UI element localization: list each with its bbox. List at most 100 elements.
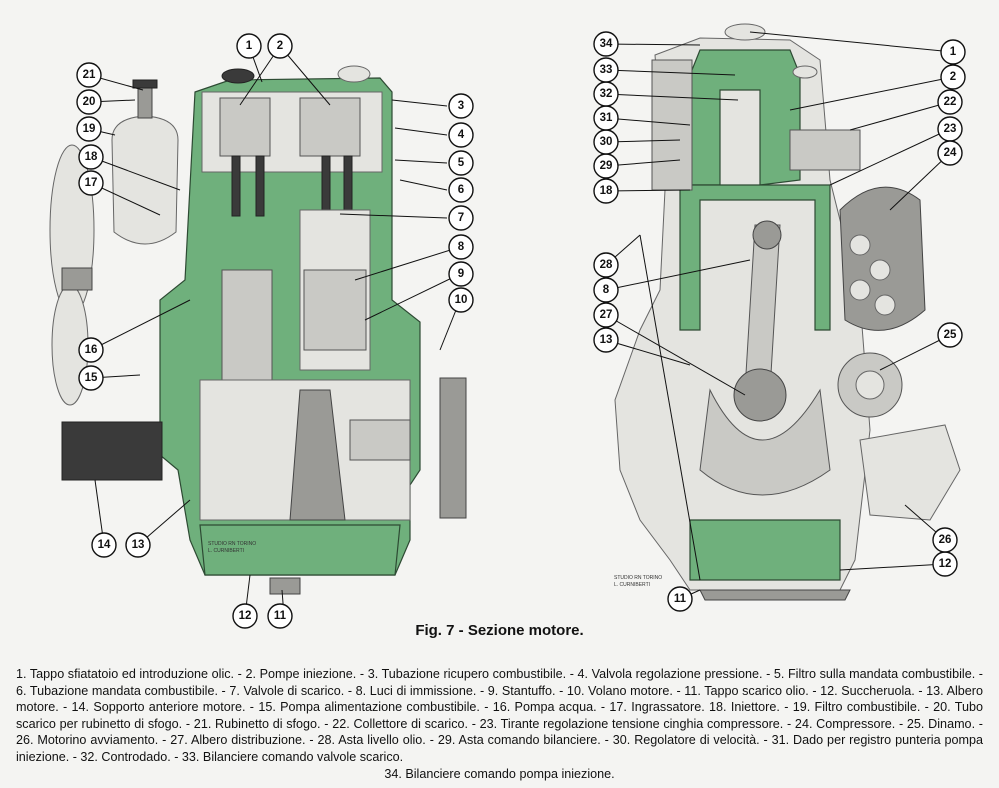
callout-left-8: 8 — [448, 234, 474, 260]
svg-text:32: 32 — [600, 88, 613, 100]
svg-text:31: 31 — [600, 112, 613, 124]
callout-left-15: 15 — [78, 365, 104, 391]
svg-text:10: 10 — [455, 294, 468, 306]
callout-right-2: 2 — [940, 64, 966, 90]
svg-text:18: 18 — [600, 185, 613, 197]
callout-right-27: 27 — [593, 302, 619, 328]
exhaust-manifold — [789, 129, 861, 171]
valve-gear — [219, 97, 361, 217]
callout-left-20: 20 — [76, 89, 102, 115]
callout-right-23: 23 — [937, 116, 963, 142]
svg-text:24: 24 — [944, 147, 957, 159]
svg-text:14: 14 — [98, 539, 111, 551]
callout-left-14: 14 — [91, 532, 117, 558]
svg-text:13: 13 — [132, 539, 145, 551]
callout-right-26: 26 — [932, 527, 958, 553]
callout-right-28: 28 — [593, 252, 619, 278]
svg-text:30: 30 — [600, 136, 613, 148]
svg-text:2: 2 — [950, 71, 956, 83]
svg-text:18: 18 — [85, 151, 98, 163]
svg-text:19: 19 — [83, 123, 96, 135]
svg-text:34: 34 — [600, 38, 613, 50]
left-engine-section: STUDIO RN TORINO L. CURNIBERTI — [49, 65, 467, 595]
callout-right-1: 1 — [940, 39, 966, 65]
callout-right-29: 29 — [593, 153, 619, 179]
svg-text:12: 12 — [239, 610, 252, 622]
svg-text:15: 15 — [85, 372, 98, 384]
svg-text:26: 26 — [939, 534, 952, 546]
right-engine-section: STUDIO RN TORINO L. CURNIBERTI — [614, 23, 961, 601]
svg-text:5: 5 — [458, 157, 465, 169]
callout-right-12: 12 — [932, 551, 958, 577]
callout-left-21: 21 — [76, 62, 102, 88]
svg-text:28: 28 — [600, 259, 613, 271]
oil-dipstick — [639, 234, 701, 581]
callout-right-32: 32 — [593, 81, 619, 107]
figure-caption: Fig. 7 - Sezione motore. — [415, 622, 584, 639]
callout-right-18: 18 — [593, 178, 619, 204]
svg-text:21: 21 — [83, 69, 96, 81]
svg-text:6: 6 — [458, 184, 464, 196]
svg-text:1: 1 — [246, 40, 253, 52]
svg-text:4: 4 — [458, 129, 465, 141]
callout-left-19: 19 — [76, 116, 102, 142]
callouts-left: 1 2 3 4 5 6 7 8 9 10 11 12 13 14 15 16 1… — [76, 33, 474, 629]
callout-left-17: 17 — [78, 170, 104, 196]
svg-text:11: 11 — [274, 610, 287, 622]
callout-left-7: 7 — [448, 205, 474, 231]
svg-text:16: 16 — [85, 344, 98, 356]
callouts-right: 1 2 8 11 12 13 18 22 23 24 25 26 27 28 2… — [593, 31, 966, 612]
callout-left-6: 6 — [448, 177, 474, 203]
starter-motor — [859, 424, 961, 521]
svg-text:8: 8 — [458, 241, 465, 253]
svg-text:13: 13 — [600, 334, 613, 346]
callout-right-25: 25 — [937, 322, 963, 348]
svg-text:7: 7 — [458, 212, 464, 224]
callout-left-16: 16 — [78, 337, 104, 363]
callout-left-10: 10 — [448, 287, 474, 313]
callout-right-8: 8 — [593, 277, 619, 303]
svg-text:11: 11 — [674, 593, 687, 605]
crankshaft — [289, 389, 346, 521]
callout-right-31: 31 — [593, 105, 619, 131]
svg-text:23: 23 — [944, 123, 957, 135]
svg-text:3: 3 — [458, 100, 464, 112]
callout-right-13: 13 — [593, 327, 619, 353]
svg-text:8: 8 — [603, 284, 610, 296]
callout-right-30: 30 — [593, 129, 619, 155]
callout-left-4: 4 — [448, 122, 474, 148]
callout-right-11: 11 — [667, 586, 693, 612]
piston — [303, 269, 367, 351]
svg-text:27: 27 — [600, 309, 613, 321]
front-support — [61, 421, 163, 481]
svg-text:9: 9 — [458, 268, 464, 280]
callout-left-18: 18 — [78, 144, 104, 170]
studio-mark-left: STUDIO RN TORINO — [208, 541, 256, 547]
svg-text:25: 25 — [944, 329, 957, 341]
svg-text:22: 22 — [944, 96, 957, 108]
callout-right-24: 24 — [937, 140, 963, 166]
studio-mark-right-author: L. CURNIBERTI — [614, 582, 650, 588]
flywheel — [439, 377, 467, 519]
callout-left-11: 11 — [267, 603, 293, 629]
legend-text: 1. Tappo sfiatatoio ed introduzione olic… — [16, 667, 983, 764]
crank-pin — [733, 368, 787, 422]
figure-legend: 1. Tappo sfiatatoio ed introduzione olic… — [16, 666, 983, 782]
callout-left-1: 1 — [236, 33, 262, 59]
studio-mark-left-author: L. CURNIBERTI — [208, 548, 244, 554]
svg-text:2: 2 — [277, 40, 283, 52]
engine-section-drawing: STUDIO RN TORINO L. CURNIBERTI — [49, 23, 966, 629]
callout-right-22: 22 — [937, 89, 963, 115]
svg-text:33: 33 — [600, 64, 613, 76]
callout-left-3: 3 — [448, 93, 474, 119]
callout-left-5: 5 — [448, 150, 474, 176]
svg-text:29: 29 — [600, 160, 613, 172]
svg-text:20: 20 — [83, 96, 96, 108]
callout-left-2: 2 — [267, 33, 293, 59]
leader-lines — [88, 31, 954, 617]
callout-right-34: 34 — [593, 31, 619, 57]
compressor — [839, 186, 926, 331]
legend-last-line: 34. Bilanciere comando pompa iniezione. — [384, 766, 615, 781]
callout-left-12: 12 — [232, 603, 258, 629]
svg-text:17: 17 — [85, 177, 98, 189]
